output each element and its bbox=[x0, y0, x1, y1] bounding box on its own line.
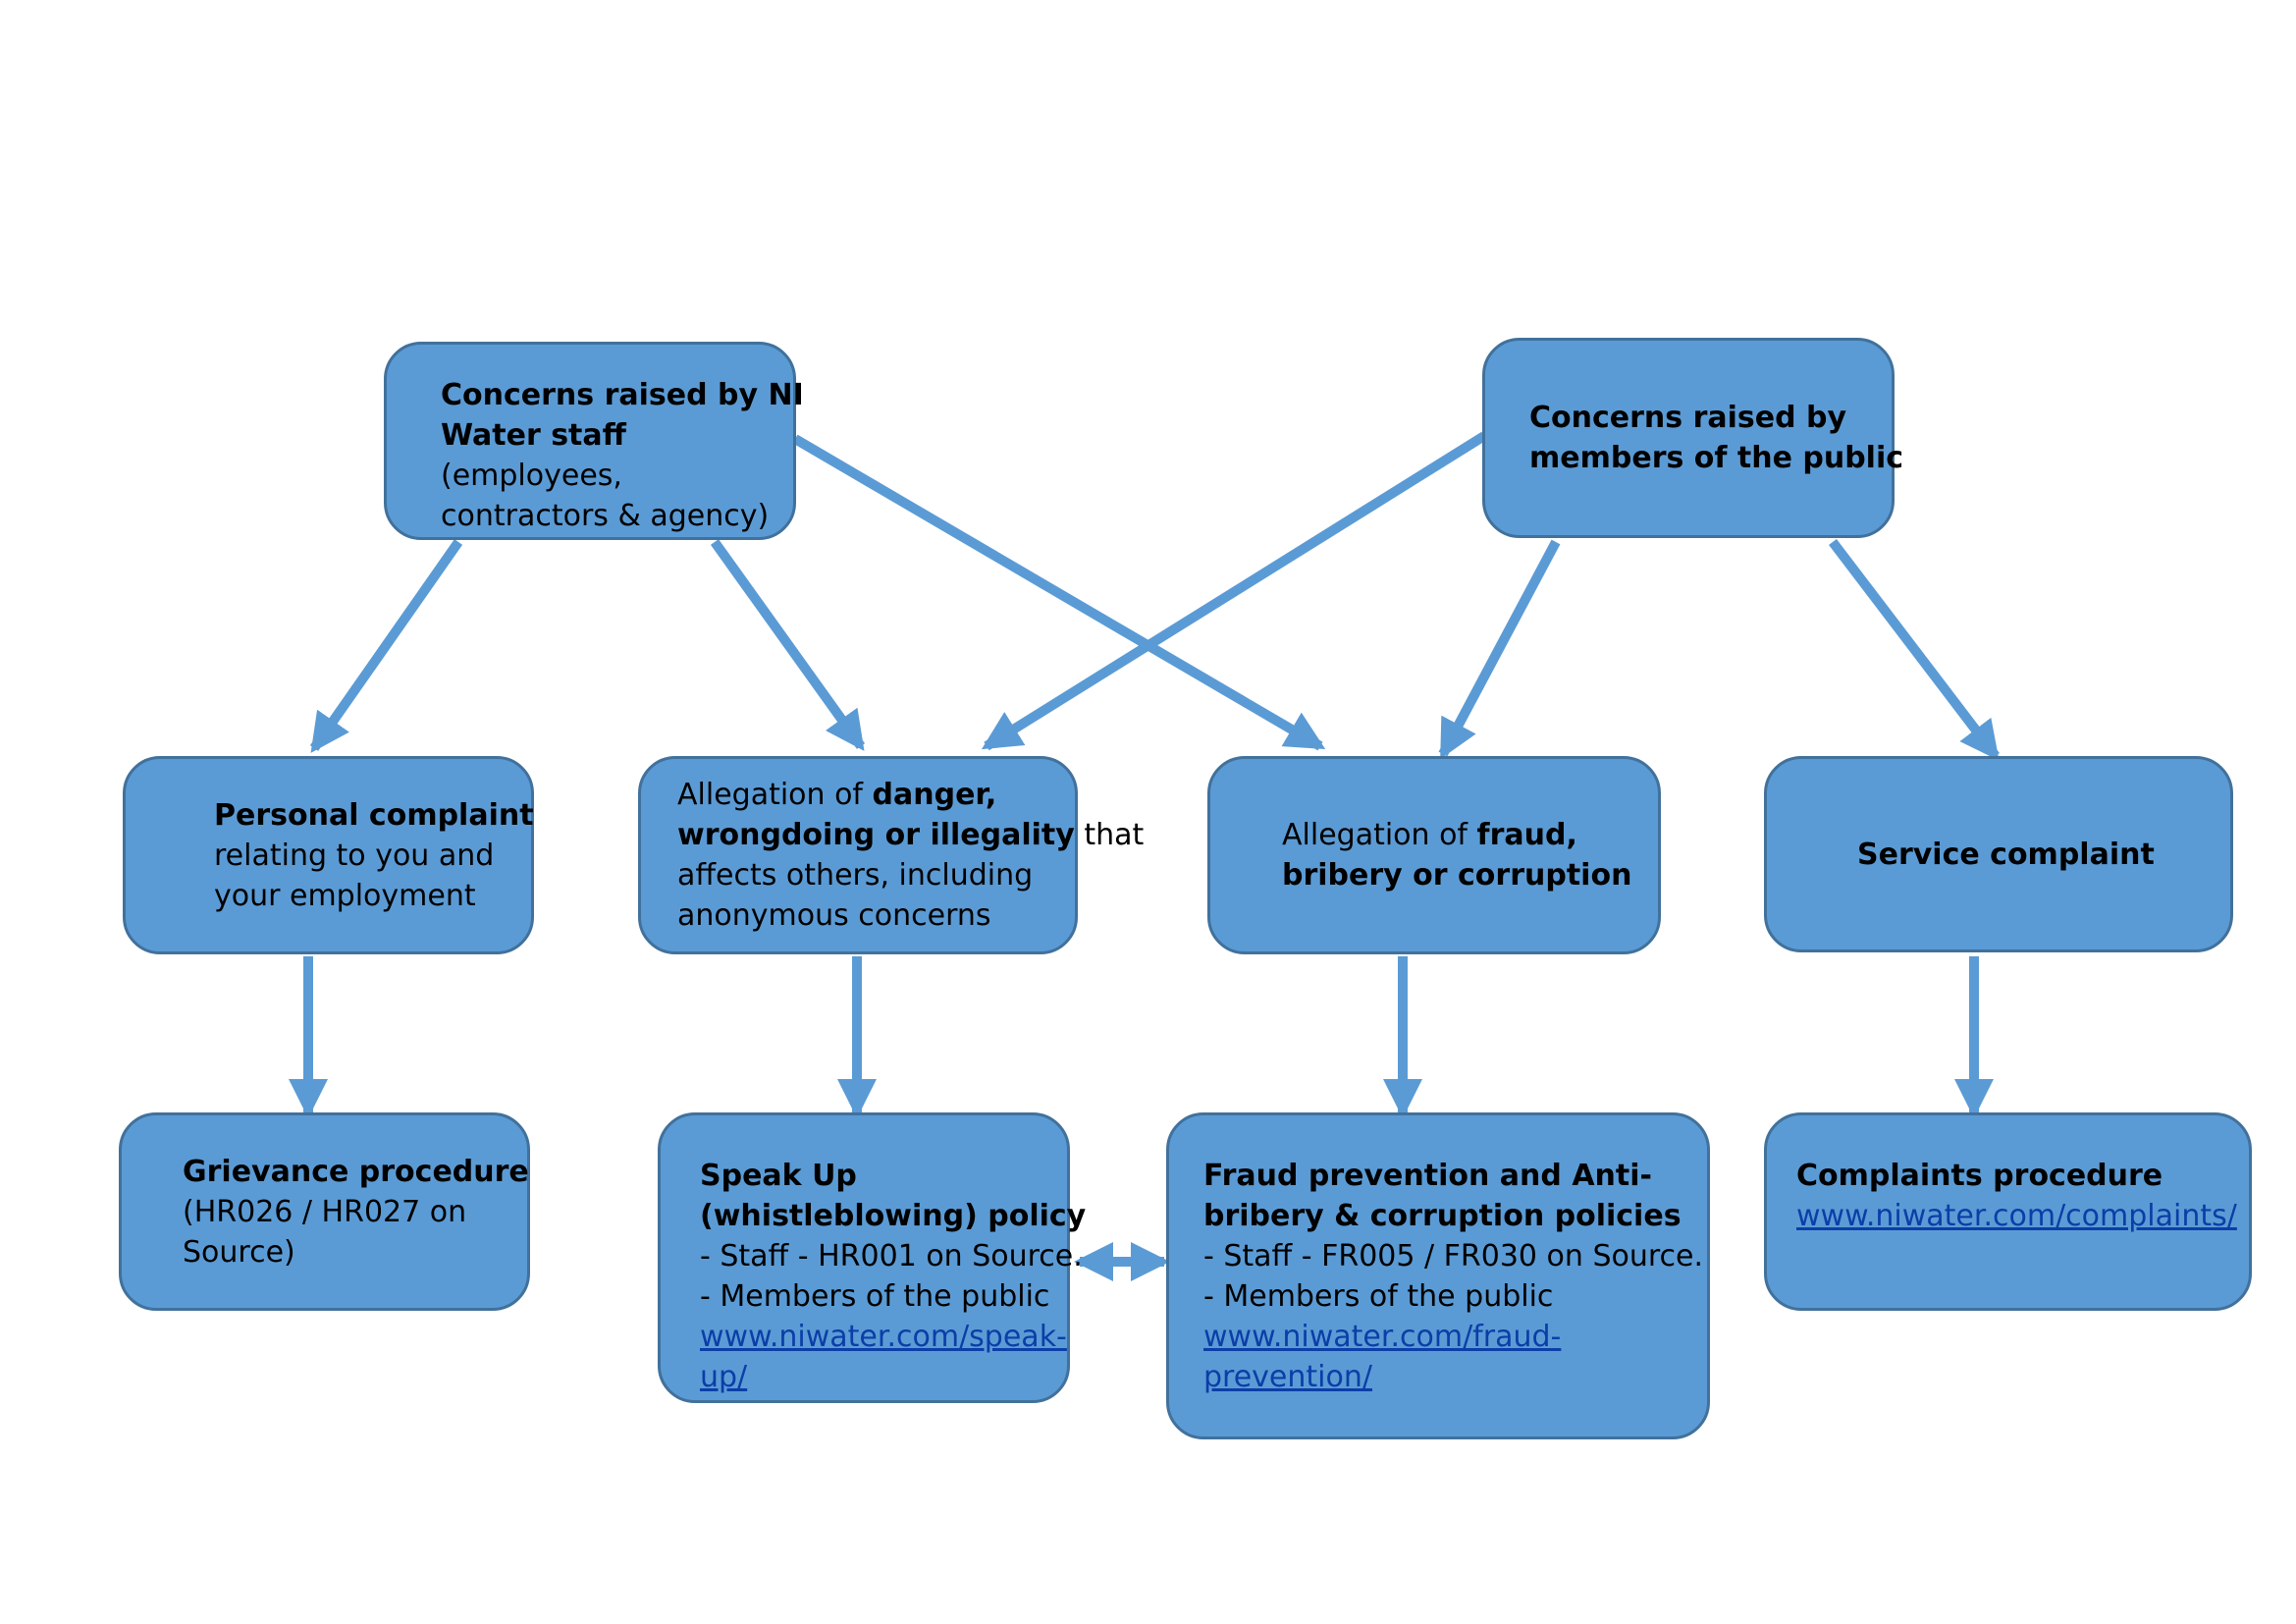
fraudprev-public-line: - Members of the public bbox=[1203, 1279, 1554, 1314]
complaints-title: Complaints procedure bbox=[1796, 1159, 2163, 1193]
complaints-procedure-box: Complaints procedure www.niwater.com/com… bbox=[1764, 1112, 2252, 1311]
speakup-title-line1: Speak Up bbox=[700, 1159, 857, 1193]
personal-complaint-line2: relating to you and bbox=[214, 838, 495, 873]
speakup-public-line: - Members of the public bbox=[700, 1279, 1050, 1314]
grievance-line3: Source) bbox=[183, 1234, 295, 1270]
fraud-line2-bold: bribery or corruption bbox=[1282, 858, 1632, 893]
fraud-line1-text: Allegation of bbox=[1282, 818, 1477, 852]
grievance-title: Grievance procedure bbox=[183, 1154, 529, 1189]
personal-complaint-box: Personal complaint relating to you and y… bbox=[123, 756, 534, 954]
fraudprev-link[interactable]: www.niwater.com/fraud-prevention/ bbox=[1203, 1320, 1561, 1394]
arrow-staff-to-personal bbox=[309, 539, 463, 753]
service-complaint-box: Service complaint bbox=[1764, 756, 2233, 952]
fraudprev-link-line2[interactable]: prevention/ bbox=[1203, 1360, 1372, 1394]
staff-title-line2: Water staff bbox=[441, 418, 626, 453]
arrow-staff-to-danger bbox=[710, 539, 866, 751]
speakup-link[interactable]: www.niwater.com/speak-up/ bbox=[700, 1320, 1067, 1394]
service-complaint-label: Service complaint bbox=[1857, 837, 2155, 872]
staff-subtitle-line2: contractors & agency) bbox=[441, 499, 770, 533]
fraudprev-title-line1: Fraud prevention and Anti- bbox=[1203, 1159, 1652, 1193]
fraud-allegation-box: Allegation of fraud, bribery or corrupti… bbox=[1207, 756, 1661, 954]
personal-complaint-title: Personal complaint bbox=[214, 797, 534, 833]
arrow-staff-to-fraud bbox=[792, 434, 1326, 751]
danger-allegation-box: Allegation of danger, wrongdoing or ille… bbox=[638, 756, 1144, 954]
personal-complaint-line3: your employment bbox=[214, 878, 476, 913]
public-title-line1: Concerns raised by bbox=[1529, 401, 1847, 435]
fraud-prevention-box: Fraud prevention and Anti- bribery & cor… bbox=[1166, 1112, 1710, 1439]
danger-line1-text: Allegation of bbox=[677, 778, 873, 812]
public-concerns-box: Concerns raised by members of the public bbox=[1482, 338, 1903, 538]
staff-subtitle-line1: (employees, bbox=[441, 459, 622, 493]
public-title-line2: members of the public bbox=[1529, 441, 1904, 475]
grievance-line2: (HR026 / HR027 on bbox=[183, 1194, 467, 1229]
danger-line1-bold: danger, bbox=[872, 778, 997, 812]
danger-line2-text: that bbox=[1074, 818, 1145, 852]
fraudprev-title-line2: bribery & corruption policies bbox=[1203, 1199, 1682, 1233]
speakup-title-line2: (whistleblowing) policy bbox=[700, 1199, 1087, 1233]
danger-line4: anonymous concerns bbox=[677, 898, 991, 933]
danger-line2-bold: wrongdoing or illegality bbox=[677, 818, 1075, 852]
arrow-public-to-fraud bbox=[1438, 539, 1561, 760]
speakup-link-line1[interactable]: www.niwater.com/speak- bbox=[700, 1320, 1067, 1354]
arrow-public-to-danger bbox=[981, 431, 1487, 751]
grievance-procedure-box: Grievance procedure (HR026 / HR027 on So… bbox=[119, 1112, 530, 1311]
fraud-line1-bold: fraud, bbox=[1476, 818, 1577, 852]
staff-concerns-box: Concerns raised by NI Water staff (emplo… bbox=[384, 342, 804, 540]
fraudprev-link-line1[interactable]: www.niwater.com/fraud- bbox=[1203, 1320, 1562, 1354]
speakup-staff-line: - Staff - HR001 on Source. bbox=[700, 1239, 1083, 1273]
arrow-public-to-service bbox=[1829, 538, 2000, 761]
complaints-link[interactable]: www.niwater.com/complaints/ bbox=[1796, 1199, 2237, 1233]
staff-title-line1: Concerns raised by NI bbox=[441, 378, 804, 412]
speakup-policy-box: Speak Up (whistleblowing) policy - Staff… bbox=[658, 1112, 1086, 1403]
speakup-link-line2[interactable]: up/ bbox=[700, 1360, 748, 1394]
fraudprev-staff-line: - Staff - FR005 / FR030 on Source. bbox=[1203, 1239, 1704, 1273]
danger-line3: affects others, including bbox=[677, 858, 1034, 893]
